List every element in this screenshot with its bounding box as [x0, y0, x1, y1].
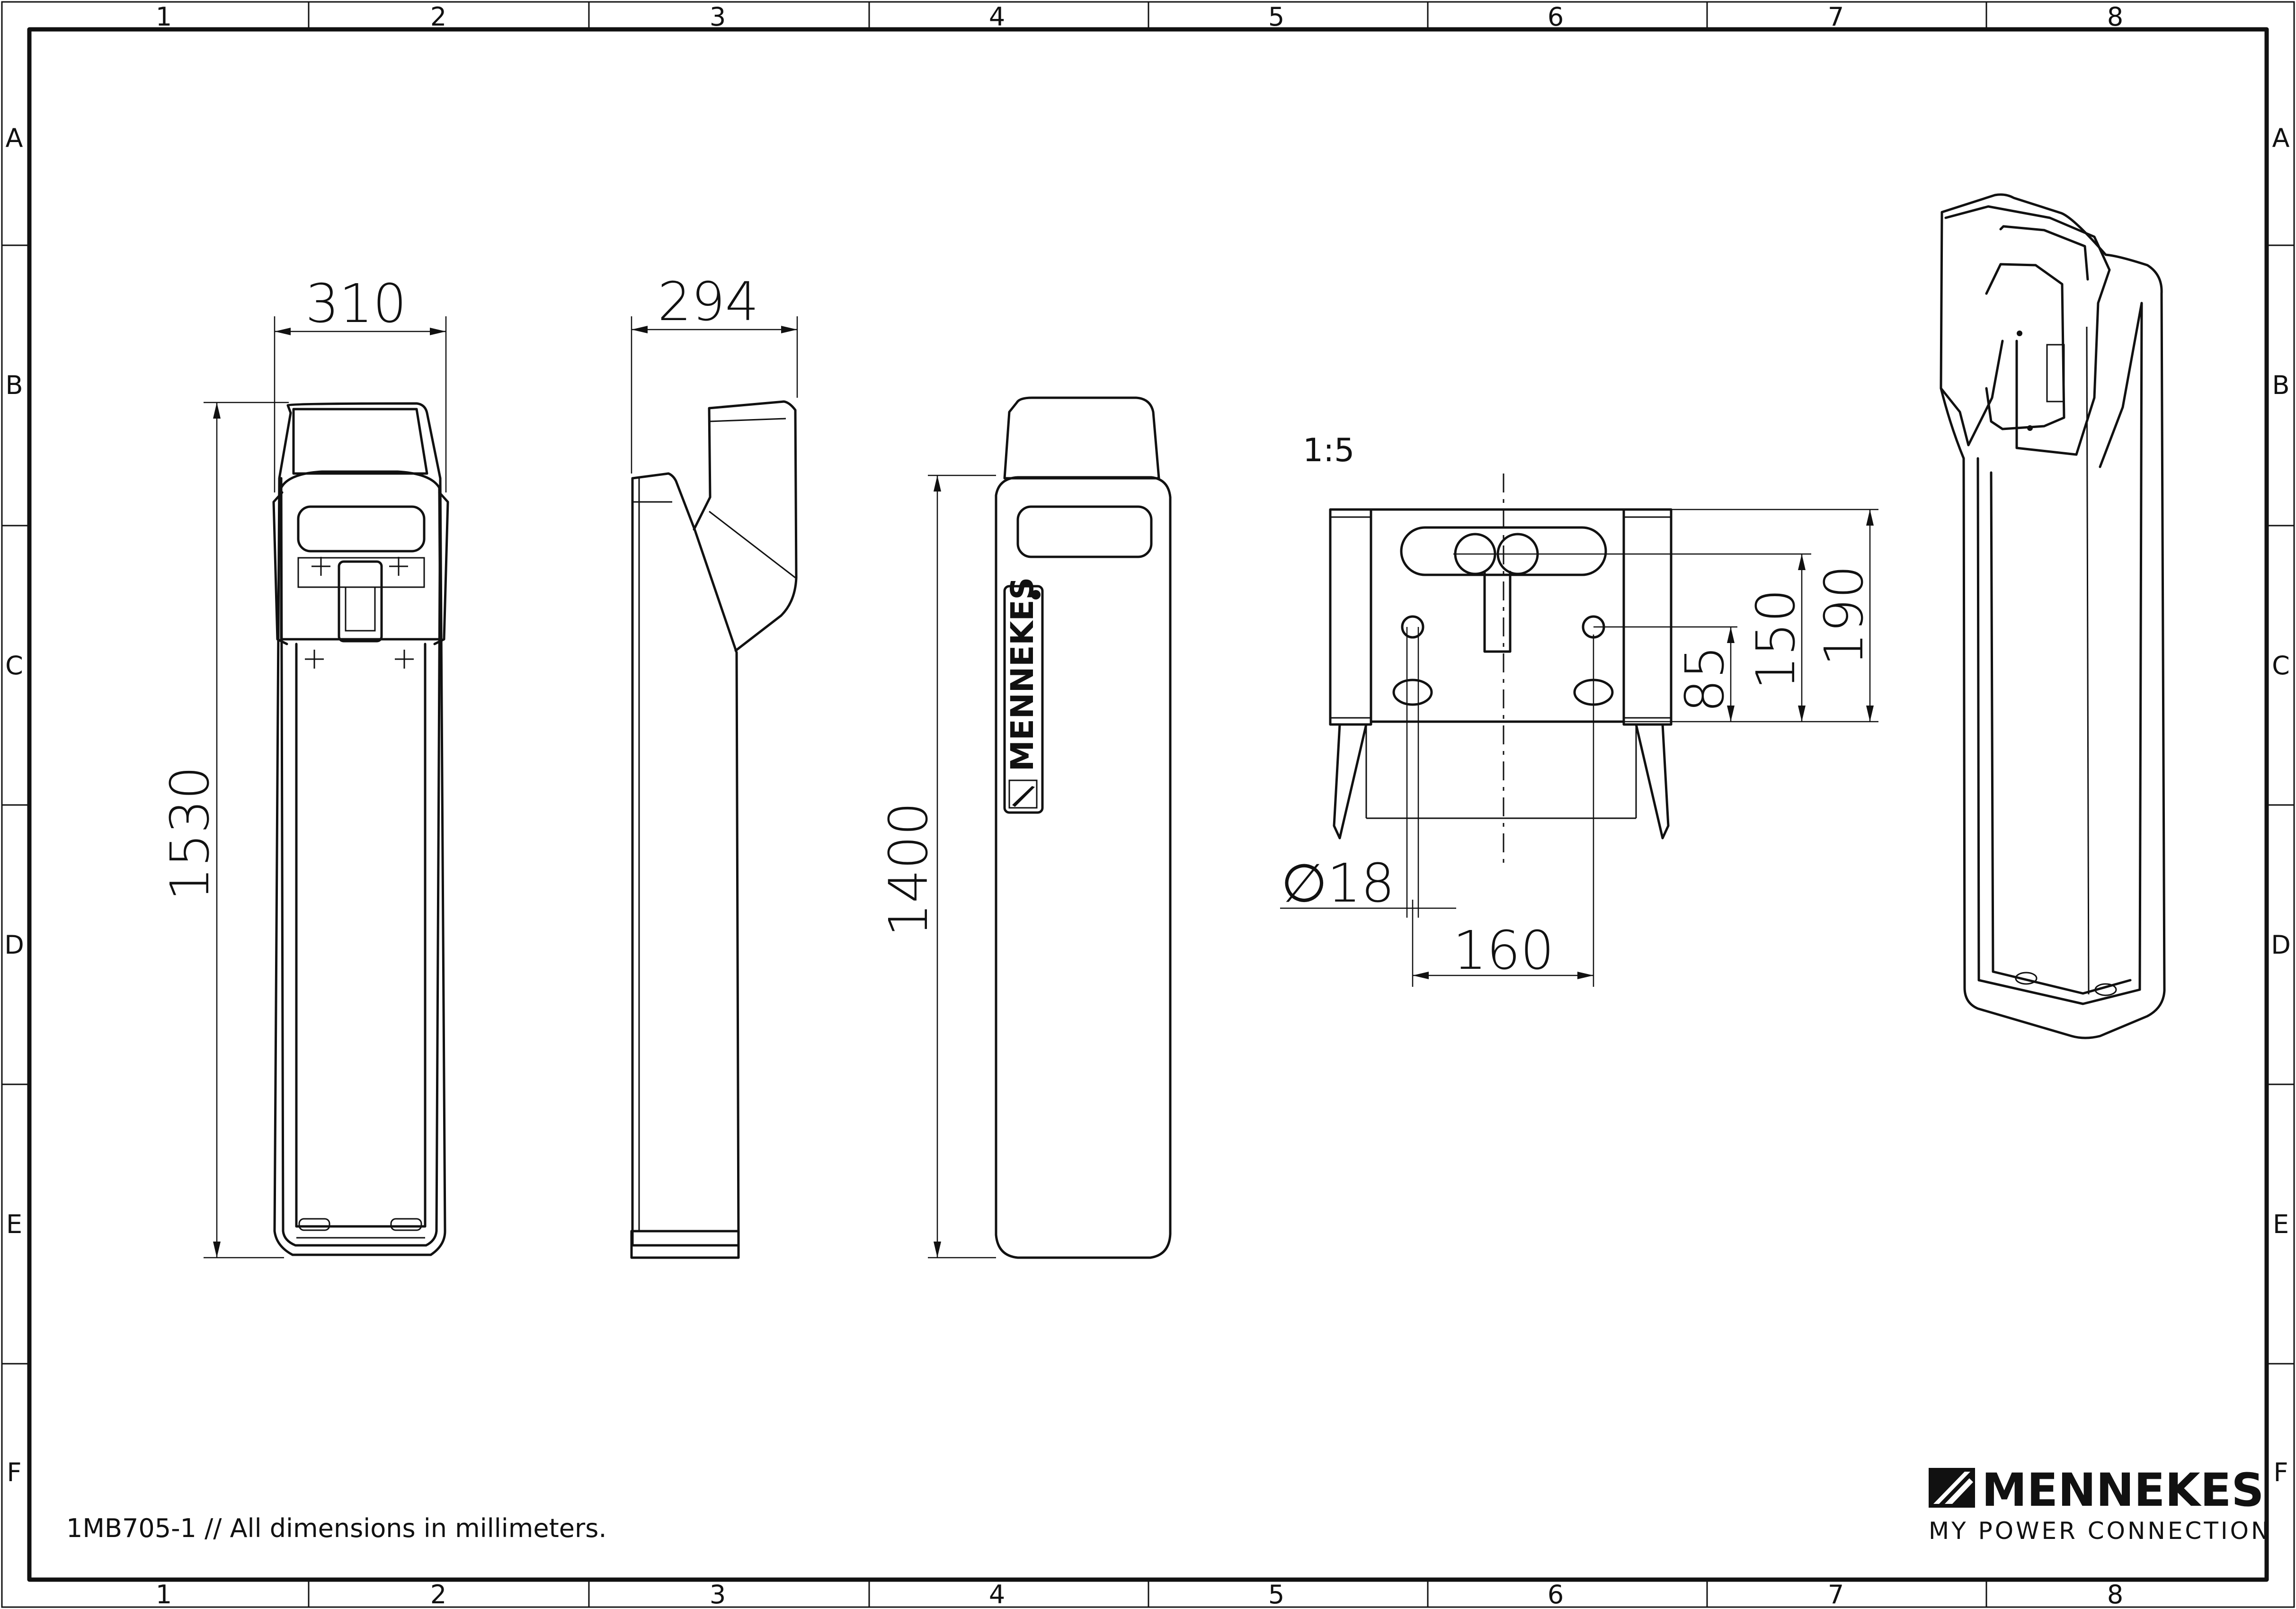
grid-col-5: 5 [1268, 2, 1284, 32]
grid-col-1: 1 [156, 1580, 172, 1609]
grid-row-c: C [5, 651, 23, 680]
back-view: MENNEKES [995, 396, 1172, 1259]
front-width-dimension: 310 [274, 273, 447, 492]
grid-col-7: 7 [1828, 1580, 1844, 1609]
hole-diameter-dimension: ∅18 [1280, 627, 1456, 918]
dim-294: 294 [658, 271, 759, 333]
brand-name: MENNEKES [1982, 1464, 2264, 1517]
grid-col-6: 6 [1548, 1580, 1564, 1609]
grid-row-c: C [2272, 651, 2290, 680]
grid-col-8: 8 [2107, 1580, 2123, 1609]
dim-diameter-18: ∅18 [1281, 853, 1395, 914]
grid-col-2: 2 [430, 1580, 446, 1609]
grid-row-b: B [5, 370, 23, 400]
grid-col-4: 4 [989, 2, 1005, 32]
front-view [272, 402, 449, 1256]
base-plate-view [1329, 474, 1673, 867]
dim-1530: 1530 [160, 766, 221, 901]
grid-col-6: 6 [1548, 2, 1564, 32]
grid-col-2: 2 [430, 2, 446, 32]
grid-row-labels-right: A B C D E F [2271, 123, 2291, 1487]
front-height-dimension: 1530 [160, 402, 289, 1259]
grid-row-d: D [2271, 930, 2291, 960]
grid-col-8: 8 [2107, 2, 2123, 32]
dim-310: 310 [305, 273, 407, 335]
scale-label: 1:5 [1303, 432, 1354, 469]
mennekes-logo-icon [1929, 1468, 1975, 1508]
grid-row-b: B [2272, 370, 2289, 400]
dim-190: 190 [1814, 565, 1875, 666]
frame-row-ticks [2, 244, 2294, 1365]
grid-col-5: 5 [1268, 1580, 1284, 1609]
side-view [630, 400, 798, 1259]
grid-column-labels-bottom: 1 2 3 4 5 6 7 8 [156, 1580, 2123, 1609]
frame-column-ticks [308, 2, 1987, 1607]
dim-1400: 1400 [878, 802, 940, 937]
back-height-dimension: 1400 [878, 474, 996, 1259]
grid-row-f: F [7, 1457, 21, 1487]
grid-row-e: E [2273, 1209, 2289, 1239]
dim-160: 160 [1453, 920, 1554, 982]
grid-row-d: D [4, 930, 24, 960]
grid-row-e: E [6, 1209, 22, 1239]
mennekes-plate-text: MENNEKES [1004, 577, 1041, 771]
grid-column-labels-top: 1 2 3 4 5 6 7 8 [156, 2, 2123, 32]
grid-col-3: 3 [710, 2, 726, 32]
grid-row-a: A [2272, 123, 2290, 153]
grid-col-4: 4 [989, 1580, 1005, 1609]
grid-row-labels-left: A B C D E F [4, 123, 24, 1487]
height-dimensions: 85 150 190 [1453, 509, 1878, 723]
dim-85: 85 [1674, 645, 1736, 713]
brand-block: MENNEKES MY POWER CONNECTION [1929, 1464, 2271, 1545]
grid-row-a: A [6, 123, 23, 153]
grid-row-f: F [2273, 1457, 2288, 1487]
grid-col-1: 1 [156, 2, 172, 32]
dim-150: 150 [1745, 589, 1807, 690]
side-depth-dimension: 294 [631, 271, 798, 474]
isometric-view [1940, 193, 2166, 1039]
brand-tagline: MY POWER CONNECTION [1929, 1517, 2271, 1545]
footer-note: 1MB705-1 // All dimensions in millimeter… [66, 1513, 607, 1543]
grid-col-7: 7 [1828, 2, 1844, 32]
back-logo-plate: MENNEKES [1003, 577, 1044, 814]
hole-spacing-dimension: 160 [1412, 635, 1594, 987]
grid-col-3: 3 [710, 1580, 726, 1609]
